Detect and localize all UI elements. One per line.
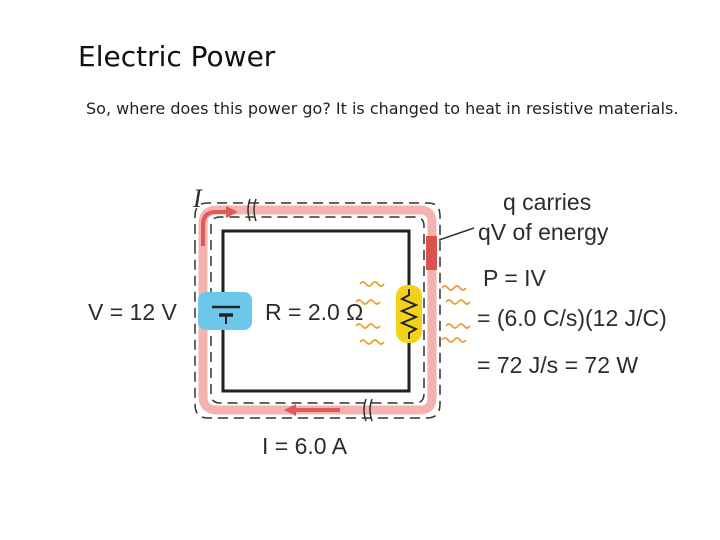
current-symbol-label: I [192,184,203,213]
heat-waves-icon [355,281,471,345]
current-path-inner-dashes [210,216,425,404]
power-equation-2: = (6.0 C/s)(12 J/C) [477,305,667,331]
slide-body-text: So, where does this power go? It is chan… [86,99,679,118]
current-arrowhead-top [226,206,238,218]
charge-block [426,236,437,270]
charge-pointer-line [438,227,475,241]
current-arrow-top [201,210,230,246]
power-equation-1: P = IV [483,265,547,291]
wire-break-top [247,198,257,222]
current-arrowhead-bottom [284,404,296,416]
slide-title: Electric Power [78,40,276,73]
voltage-label: V = 12 V [88,299,178,325]
power-equation-3: = 72 J/s = 72 W [477,352,638,378]
current-path-outer-dashes [194,202,441,419]
charge-energy-label: qV of energy [478,219,609,245]
battery-body [198,292,252,330]
current-value-label: I = 6.0 A [262,433,348,459]
wire-break-bottom [363,398,373,422]
charge-carries-label: q carries [503,189,591,215]
resistor-zigzag [399,289,419,339]
resistance-label: R = 2.0 Ω [265,299,363,325]
